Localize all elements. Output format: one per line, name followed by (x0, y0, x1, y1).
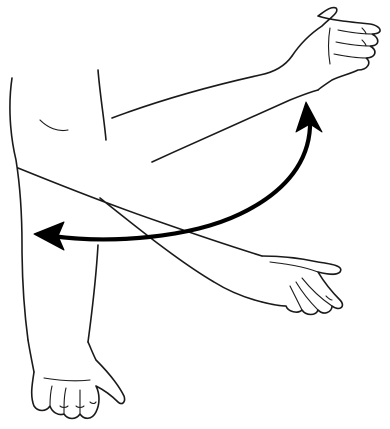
upper-arm (10, 70, 106, 340)
forearm-left-edge (28, 340, 34, 372)
crossing-nail-1 (326, 296, 332, 300)
raised-hand (292, 8, 380, 90)
rotation-arrow-curve (52, 118, 310, 239)
crossing-thumb-crease (270, 262, 318, 272)
raised-finger-line-1 (338, 30, 372, 34)
crossing-hand (262, 256, 342, 315)
upper-arm-left-edge (10, 78, 28, 340)
finger-line-1 (50, 386, 52, 406)
raised-knuckles (329, 28, 331, 64)
upper-arm-right-edge (98, 70, 106, 140)
knuckle-crease (44, 378, 90, 381)
fingernail-3 (90, 402, 96, 404)
raised-hand-outline (292, 8, 380, 90)
hanging-forearm (28, 245, 125, 419)
raised-arm (112, 8, 380, 162)
crossing-hand-outline (262, 256, 342, 315)
raised-arm-top-edge (112, 56, 292, 118)
raised-nail-2 (362, 40, 366, 46)
hanging-hand (32, 342, 125, 419)
forearm-right-edge (88, 245, 98, 342)
raised-finger-line-3 (334, 54, 366, 58)
crossing-arm (18, 168, 342, 315)
shoulder-crease (40, 120, 68, 131)
raised-arm-bottom-edge (152, 90, 318, 162)
finger-line-2 (64, 388, 66, 414)
crossing-finger-line-3 (290, 286, 302, 310)
crossing-finger-line-1 (302, 278, 332, 306)
